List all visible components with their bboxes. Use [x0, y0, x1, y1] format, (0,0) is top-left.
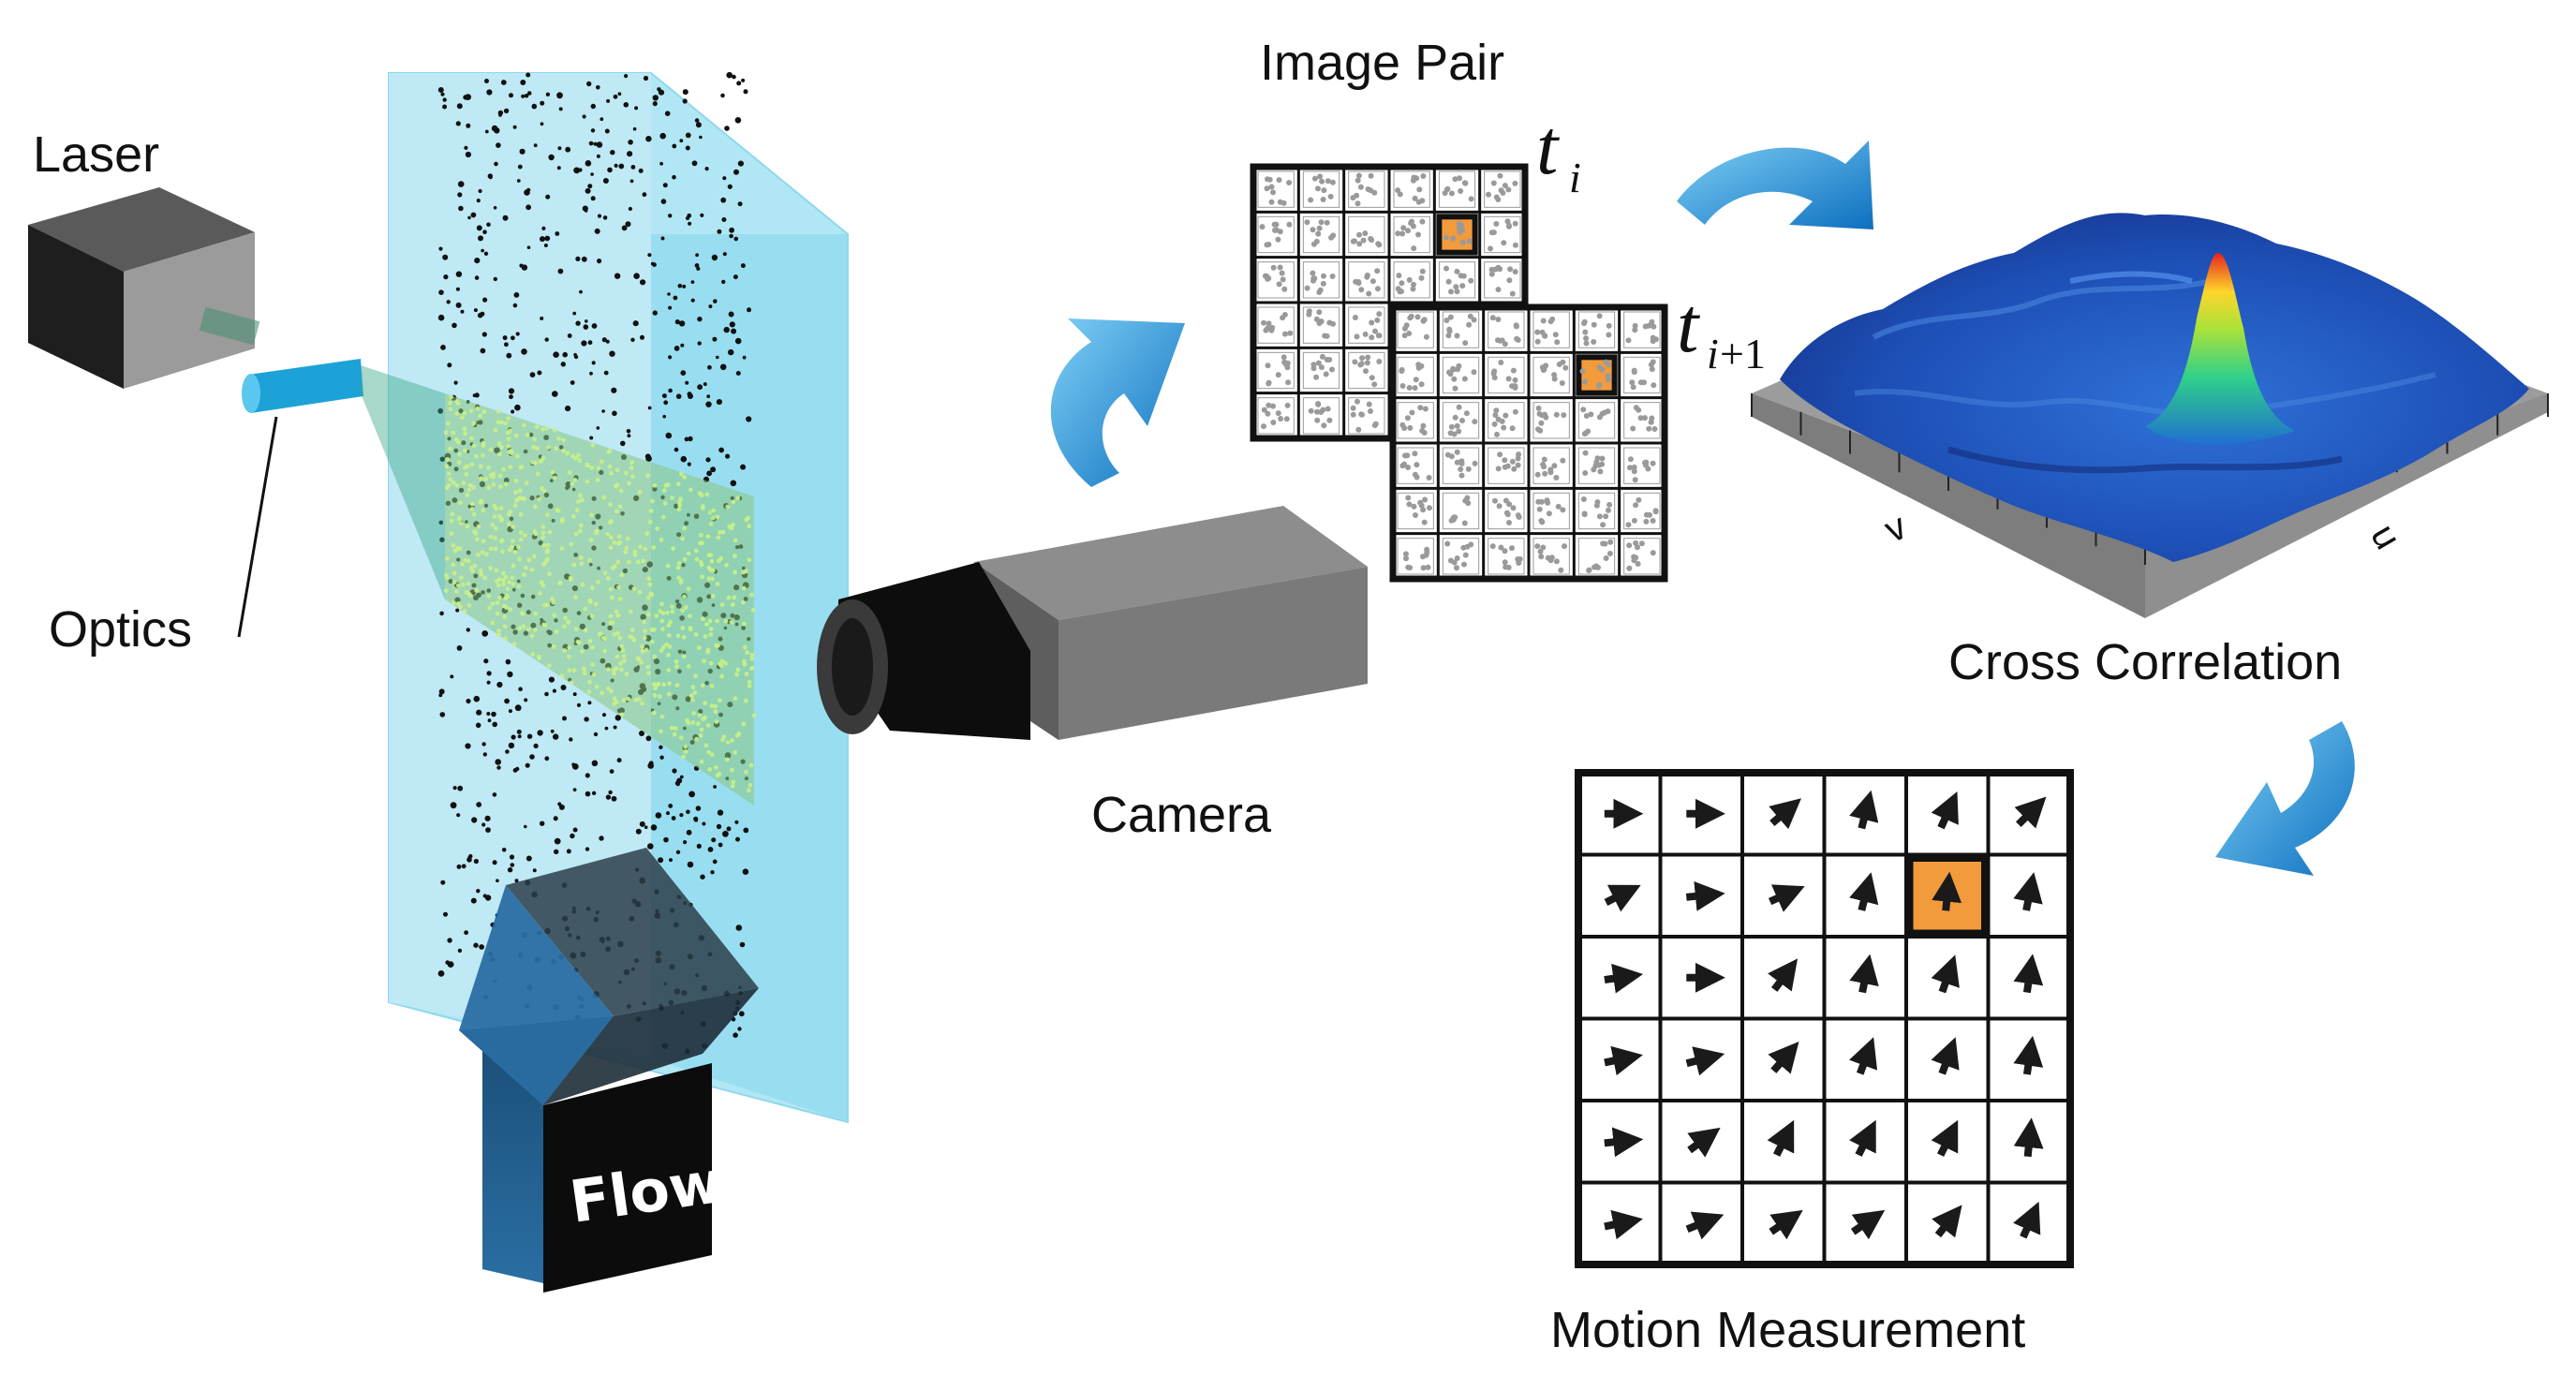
velocity-vector-arrow: [2014, 796, 2047, 829]
velocity-vector-arrow: [1604, 1045, 1643, 1076]
velocity-vector-arrow: [1604, 884, 1641, 912]
velocity-vector-arrow: [1849, 954, 1879, 994]
axis-v-label: v: [1878, 506, 1913, 551]
cross-correlation-label: Cross Correlation: [1948, 634, 2342, 690]
correlation-surface: [1780, 213, 2529, 563]
camera-to-image-arrow: [1050, 318, 1185, 487]
velocity-vector-arrow: [1932, 1205, 1962, 1238]
laser: [28, 187, 260, 389]
laser-label: Laser: [33, 126, 159, 183]
image-to-correlation-arrow: [1677, 140, 1873, 229]
velocity-vector-arrow: [2013, 1035, 2044, 1075]
velocity-vector-arrow: [1849, 1037, 1878, 1075]
velocity-vector-arrow: [1767, 1119, 1795, 1157]
t-i-label: t: [1536, 104, 1561, 191]
velocity-vector-arrow: [1849, 872, 1879, 911]
image-pair-label: Image Pair: [1260, 35, 1504, 91]
flow-arrow: [459, 848, 759, 1293]
optics-lens: [242, 359, 363, 413]
laser-light-cone: [361, 365, 445, 599]
t-i1-label: t: [1677, 282, 1701, 369]
velocity-vector-arrow: [1769, 1209, 1803, 1240]
velocity-vector-arrow: [1932, 871, 1962, 911]
axis-u-label: u: [2362, 518, 2408, 556]
velocity-vector-arrow: [1687, 1127, 1721, 1158]
velocity-vector-arrow: [2013, 954, 2044, 994]
velocity-vector-arrow: [1604, 1127, 1644, 1158]
velocity-vector-arrow: [1768, 958, 1799, 992]
velocity-vector-arrow: [1849, 790, 1879, 830]
camera: [817, 506, 1368, 740]
velocity-vector-arrow: [1931, 791, 1959, 830]
velocity-vector-arrow: [2012, 1201, 2041, 1239]
velocity-vector-arrow: [1849, 1119, 1876, 1157]
velocity-vector-arrow: [1931, 1037, 1960, 1075]
image-frame-t-i1: [1389, 303, 1668, 583]
correlation-peak: [2145, 253, 2295, 445]
velocity-vector-arrow: [1931, 1119, 1959, 1157]
illuminated-particles: [443, 394, 757, 793]
motion-measurement-label: Motion Measurement: [1550, 1302, 2025, 1358]
velocity-vector-arrow: [1604, 1209, 1643, 1240]
t-i1-subscript-plus: +1: [1720, 330, 1766, 377]
velocity-vector-arrow: [1769, 798, 1801, 830]
velocity-vector-arrow: [1768, 884, 1805, 912]
velocity-vector-arrow: [1685, 1046, 1725, 1076]
velocity-vector-arrow: [2013, 872, 2043, 911]
t-i1-subscript-i: i: [1707, 330, 1719, 377]
velocity-vector-arrow: [1931, 954, 1960, 994]
cross-correlation-plot: [1751, 213, 2549, 618]
motion-vector-grid: [1575, 769, 2074, 1268]
velocity-vector-arrow: [1685, 1211, 1725, 1240]
velocity-vector-arrow: [2013, 1117, 2044, 1158]
optics-leader-line: [237, 416, 278, 638]
optics-label: Optics: [49, 601, 192, 658]
velocity-vector-arrow: [1685, 880, 1725, 911]
velocity-vector-arrow: [1768, 1041, 1799, 1074]
camera-label: Camera: [1091, 787, 1272, 843]
t-i-subscript: i: [1569, 154, 1581, 201]
correlation-to-motion-arrow: [2215, 721, 2355, 876]
velocity-vector-arrow: [1604, 963, 1644, 994]
velocity-vector-arrow: [1850, 1209, 1886, 1240]
